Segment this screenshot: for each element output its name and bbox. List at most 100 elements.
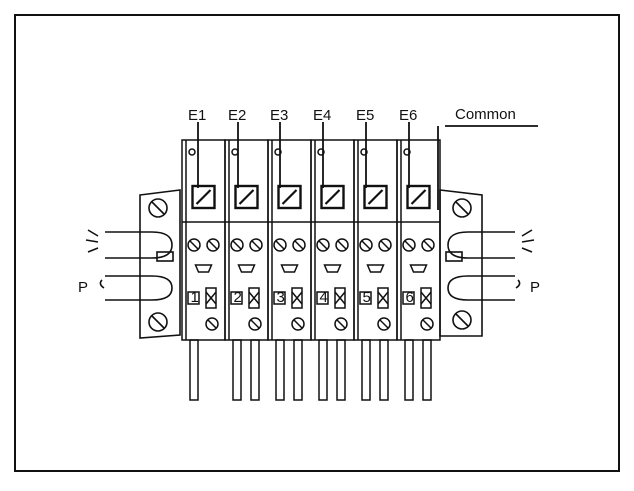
valve-notch	[409, 264, 428, 273]
screw-slot	[208, 240, 218, 250]
pressure-label-left: P	[78, 279, 88, 296]
actuator-cross	[420, 291, 432, 305]
valve-screw	[187, 238, 201, 252]
valve-screw	[291, 317, 305, 331]
output-pipe	[275, 339, 285, 401]
output-pipe	[318, 339, 328, 401]
valve-screw	[230, 238, 244, 252]
actuator	[291, 287, 303, 309]
coil-slash	[238, 189, 255, 205]
screw-slot	[336, 319, 346, 329]
screw-slot	[379, 319, 389, 329]
screw-slot	[232, 240, 242, 250]
valve-screw	[205, 317, 219, 331]
actuator-cross	[291, 291, 303, 305]
screw-slot	[337, 240, 347, 250]
valve-module: 6	[396, 122, 441, 401]
valve-notch	[323, 264, 342, 273]
screw-slot	[423, 240, 433, 250]
actuator	[377, 287, 389, 309]
valve-screw	[402, 238, 416, 252]
actuator-cross	[377, 291, 389, 305]
output-pipe	[404, 339, 414, 401]
number-box	[359, 291, 372, 305]
outer-border	[14, 14, 620, 472]
screw-slot	[318, 240, 328, 250]
screw-slot	[380, 240, 390, 250]
actuator-cross	[205, 291, 217, 305]
valve-screw	[377, 317, 391, 331]
valve-screw	[273, 238, 287, 252]
valve-screw	[316, 238, 330, 252]
solenoid-coil	[234, 184, 259, 210]
valve-body	[224, 139, 269, 341]
valve-screw	[249, 238, 263, 252]
electrode-label: E1	[188, 107, 206, 124]
actuator	[334, 287, 346, 309]
valve-module: 2	[224, 122, 269, 401]
valve-notch	[366, 264, 385, 273]
left-exhaust-tube	[85, 229, 173, 259]
valve-screw	[292, 238, 306, 252]
output-pipe	[232, 339, 242, 401]
output-pipe	[422, 339, 432, 401]
valve-screw	[334, 317, 348, 331]
electrode-label: E6	[399, 107, 417, 124]
output-pipe	[361, 339, 371, 401]
coil-slash	[195, 189, 212, 205]
cap-screw	[317, 148, 325, 156]
actuator	[205, 287, 217, 309]
valve-number: 5	[363, 289, 371, 306]
screw-slot	[361, 240, 371, 250]
cap-screw	[274, 148, 282, 156]
right-exhaust-tube	[447, 229, 535, 259]
valve-notch	[194, 264, 213, 273]
electrode-label: E4	[313, 107, 331, 124]
screw-slot	[250, 319, 260, 329]
valve-body	[181, 139, 226, 341]
cap-screw	[360, 148, 368, 156]
valve-body	[310, 139, 355, 341]
valve-screw	[420, 317, 434, 331]
left-pressure-tube	[99, 275, 173, 301]
valve-screw	[206, 238, 220, 252]
common-label: Common	[455, 106, 516, 123]
valve-number: 2	[234, 289, 242, 306]
solenoid-coil	[363, 184, 388, 210]
valve-body	[267, 139, 312, 341]
valve-screw	[359, 238, 373, 252]
valve-notch	[280, 264, 299, 273]
coil-slash	[367, 189, 384, 205]
screw-slot	[189, 240, 199, 250]
valve-body	[353, 139, 398, 341]
solenoid-coil	[406, 184, 431, 210]
number-box	[187, 291, 200, 305]
valve-screw	[421, 238, 435, 252]
cap-screw	[188, 148, 196, 156]
valve-notch	[237, 264, 256, 273]
screw-slot	[294, 240, 304, 250]
valve-module: 3	[267, 122, 312, 401]
valve-number: 3	[277, 289, 285, 306]
number-box	[402, 291, 415, 305]
screw-slot	[275, 240, 285, 250]
valve-module: 4	[310, 122, 355, 401]
common-wire	[437, 125, 538, 210]
output-pipe	[250, 339, 260, 401]
output-pipe	[189, 339, 199, 401]
valve-body	[396, 139, 441, 341]
valve-module: 5	[353, 122, 398, 401]
actuator-cross	[334, 291, 346, 305]
solenoid-coil	[277, 184, 302, 210]
valve-screw	[378, 238, 392, 252]
solenoid-coil	[320, 184, 345, 210]
valve-number: 6	[406, 289, 414, 306]
number-box	[230, 291, 243, 305]
number-box	[273, 291, 286, 305]
screw-slot	[207, 319, 217, 329]
screw-slot	[251, 240, 261, 250]
output-pipe	[379, 339, 389, 401]
